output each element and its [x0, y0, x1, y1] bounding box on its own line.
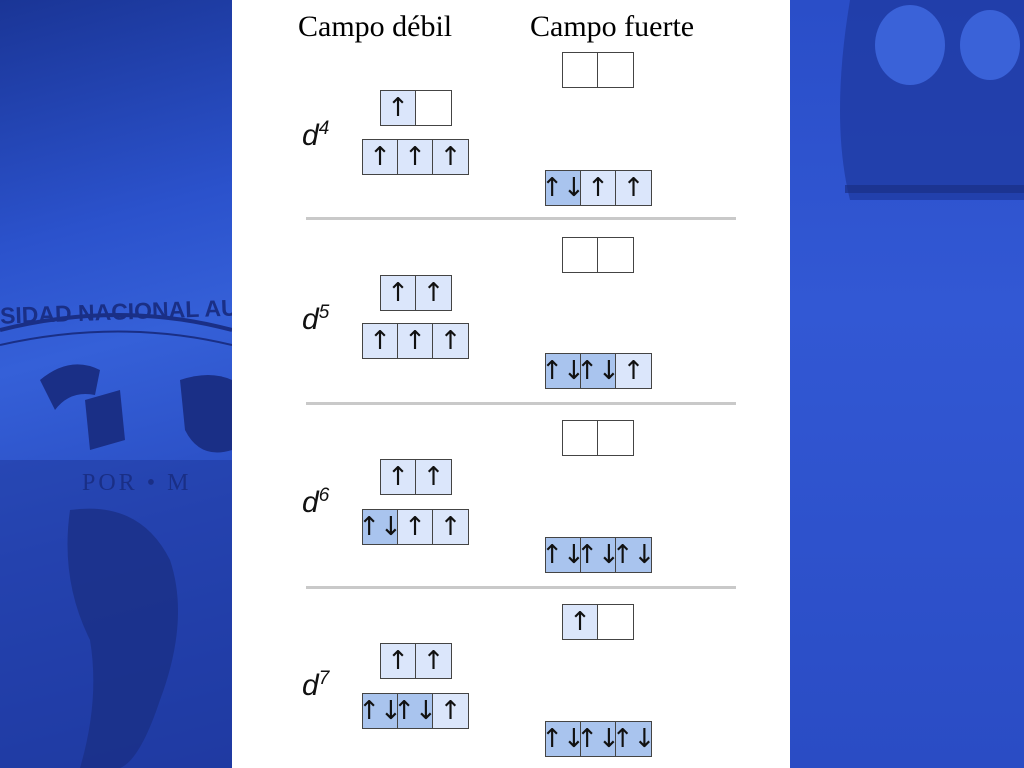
- orbital-box: ↑↓: [358, 694, 402, 728]
- orbital-box: [563, 53, 598, 87]
- orbital-box: ↑↓: [611, 722, 656, 756]
- row-label-d5: d5: [302, 302, 330, 336]
- owl-emblem-icon: [840, 0, 1024, 200]
- orbital-box: ↑: [433, 324, 468, 358]
- row-divider: [306, 402, 736, 405]
- orbital-box: [563, 421, 598, 455]
- diagram-panel: Campo débil Campo fuerte d4 ↑ ↑ ↑ ↑ ↑↓ ↑…: [232, 0, 790, 768]
- weak-t2g-orbitals-d6: ↑↓ ↑ ↑: [358, 509, 469, 545]
- orbital-box: ↑: [563, 605, 598, 639]
- weak-t2g-orbitals-d4: ↑ ↑ ↑: [362, 139, 469, 175]
- orbital-box: ↑: [381, 460, 416, 494]
- orbital-box: ↑: [433, 694, 468, 728]
- orbital-box: ↑: [363, 140, 398, 174]
- strong-t2g-orbitals-d6: ↑↓ ↑↓ ↑↓: [541, 537, 656, 573]
- background-left: SIDAD NACIONAL AUTÓ POR • M: [0, 0, 232, 768]
- orbital-box: ↑: [416, 644, 451, 678]
- orbital-box: ↑↓: [576, 538, 620, 572]
- weak-t2g-orbitals-d5: ↑ ↑ ↑: [362, 323, 469, 359]
- seal-motto: POR • M: [82, 470, 192, 496]
- header-strong-field: Campo fuerte: [530, 10, 695, 43]
- orbital-box: ↑↓: [393, 694, 437, 728]
- strong-eg-orbitals-d7: ↑: [562, 604, 634, 640]
- orbital-box: ↑: [616, 171, 651, 205]
- orbital-box: ↑: [616, 354, 651, 388]
- orbital-box: ↑: [363, 324, 398, 358]
- orbital-box: ↑↓: [541, 538, 585, 572]
- orbital-box: ↑: [433, 510, 468, 544]
- orbital-box: ↑: [581, 171, 616, 205]
- weak-eg-orbitals-d6: ↑ ↑: [380, 459, 452, 495]
- orbital-box: ↑↓: [541, 354, 585, 388]
- row-label-d7: d7: [302, 668, 330, 702]
- strong-t2g-orbitals-d4: ↑↓ ↑ ↑: [541, 170, 652, 206]
- orbital-box: [598, 53, 633, 87]
- row-divider: [306, 217, 736, 220]
- row-label-d6: d6: [302, 485, 330, 519]
- strong-eg-orbitals-d6: [562, 420, 634, 456]
- orbital-box: [598, 238, 633, 272]
- orbital-box: ↑: [416, 276, 451, 310]
- strong-eg-orbitals-d5: [562, 237, 634, 273]
- weak-eg-orbitals-d4: ↑: [380, 90, 452, 126]
- orbital-box: ↑: [416, 460, 451, 494]
- seal-emblem-icon: [0, 313, 232, 768]
- orbital-box: [598, 421, 633, 455]
- strong-eg-orbitals-d4: [562, 52, 634, 88]
- orbital-box: ↑: [381, 276, 416, 310]
- orbital-box: ↑↓: [358, 510, 402, 544]
- orbital-box: [598, 605, 633, 639]
- orbital-box: ↑↓: [541, 171, 585, 205]
- weak-eg-orbitals-d7: ↑ ↑: [380, 643, 452, 679]
- orbital-box: ↑: [398, 324, 433, 358]
- strong-t2g-orbitals-d7: ↑↓ ↑↓ ↑↓: [541, 721, 656, 757]
- row-label-d4: d4: [302, 118, 330, 152]
- orbital-box: ↑↓: [576, 722, 620, 756]
- orbital-box: ↑↓: [611, 538, 656, 572]
- orbital-box: [416, 91, 451, 125]
- orbital-box: [563, 238, 598, 272]
- weak-t2g-orbitals-d7: ↑↓ ↑↓ ↑: [358, 693, 469, 729]
- orbital-box: ↑↓: [541, 722, 585, 756]
- orbital-box: ↑: [381, 644, 416, 678]
- row-divider: [306, 586, 736, 589]
- orbital-box: ↑: [398, 510, 433, 544]
- background-right: [790, 0, 1024, 768]
- strong-t2g-orbitals-d5: ↑↓ ↑↓ ↑: [541, 353, 652, 389]
- weak-eg-orbitals-d5: ↑ ↑: [380, 275, 452, 311]
- orbital-box: ↑↓: [576, 354, 620, 388]
- orbital-box: ↑: [433, 140, 468, 174]
- orbital-box: ↑: [398, 140, 433, 174]
- header-weak-field: Campo débil: [298, 10, 453, 43]
- orbital-box: ↑: [381, 91, 416, 125]
